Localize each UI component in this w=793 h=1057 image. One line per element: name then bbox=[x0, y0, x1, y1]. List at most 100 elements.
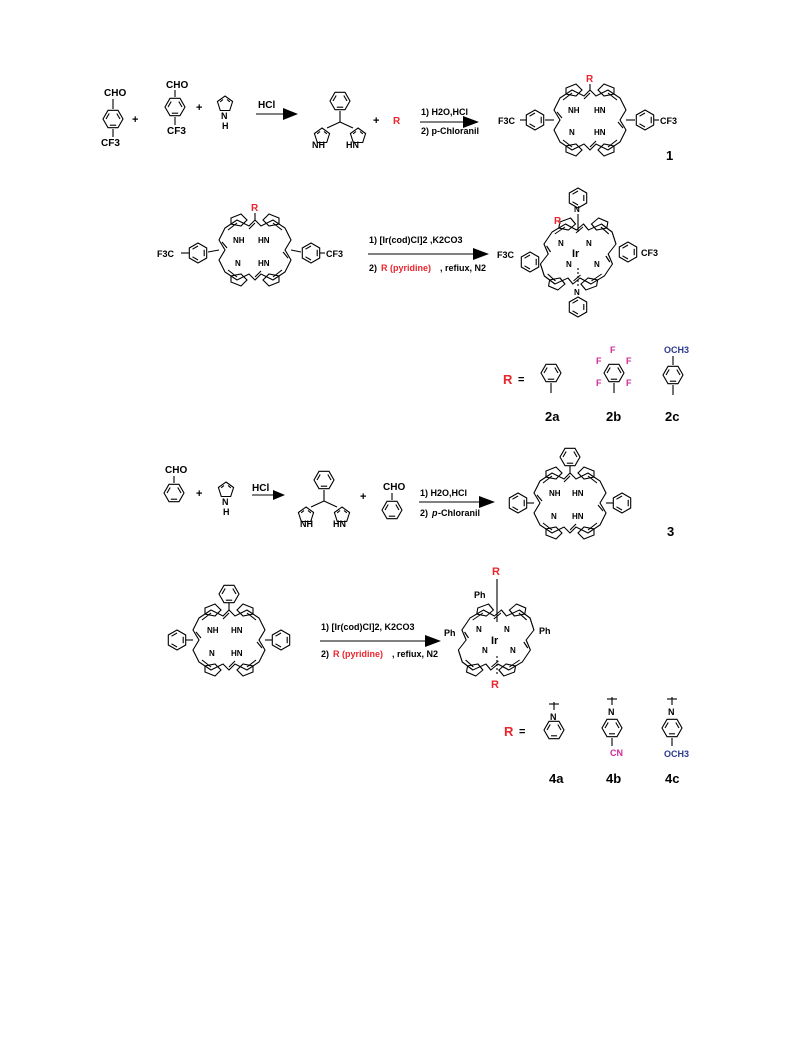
r-group-label: R bbox=[586, 74, 594, 85]
r-group-label: R bbox=[503, 372, 513, 387]
pyridine-group: N bbox=[543, 702, 565, 740]
n-label: N bbox=[558, 239, 564, 248]
plus-sign: + bbox=[360, 491, 366, 503]
n-label: N bbox=[574, 205, 580, 214]
cho-label: CHO bbox=[165, 465, 187, 476]
reaction-1: CHO CF3 + CHO CF3 + N H HCl bbox=[101, 74, 677, 163]
hn-label: HN bbox=[572, 512, 584, 521]
pyrrole: N H bbox=[217, 481, 235, 517]
compound-label-2c: 2c bbox=[665, 409, 679, 424]
reaction-4: NH HN N HN 1) [Ir(cod)Cl]2, K2CO3 2) R (… bbox=[167, 566, 551, 691]
ph-label: Ph bbox=[444, 628, 456, 638]
trifluoromethylbenzaldehyde-b: CHO CF3 bbox=[164, 80, 188, 137]
n-label: N bbox=[574, 288, 580, 297]
step-2-prefix: 2) bbox=[321, 649, 329, 659]
compound-label-4b: 4b bbox=[606, 771, 621, 786]
benzaldehyde: CHO bbox=[163, 465, 187, 503]
equals-sign: = bbox=[518, 374, 524, 386]
hn-label: HN bbox=[231, 626, 243, 635]
f3c-label: F3C bbox=[498, 116, 516, 126]
plus-sign: + bbox=[196, 488, 202, 500]
compound-label-4a: 4a bbox=[549, 771, 564, 786]
step-2-prefix: 2) bbox=[369, 263, 377, 273]
trifluoromethylbenzaldehyde-a: CHO CF3 bbox=[101, 88, 126, 149]
r-group-set-2: R = N N CN N OCH3 4a 4b 4c bbox=[504, 697, 689, 786]
h-label: H bbox=[222, 121, 229, 131]
fluorine-label: F bbox=[626, 356, 632, 366]
nh-label: NH bbox=[549, 489, 561, 498]
n-label: N bbox=[510, 646, 516, 655]
r-group-label: R bbox=[251, 203, 259, 214]
hn-label: HN bbox=[258, 259, 270, 268]
reaction-3: CHO + N H HCl NH HN + CHO bbox=[163, 447, 674, 540]
n-label: N bbox=[551, 512, 557, 521]
iridium-label: Ir bbox=[572, 248, 580, 260]
n-label: N bbox=[504, 625, 510, 634]
plus-sign: + bbox=[196, 102, 202, 114]
n-label: N bbox=[566, 260, 572, 269]
methoxy-label: OCH3 bbox=[664, 749, 689, 759]
n-label: N bbox=[222, 497, 229, 507]
n-label: N bbox=[476, 625, 482, 634]
dipyrromethane: NH HN bbox=[297, 470, 351, 529]
tetraphenylporphyrin-start: NH HN N HN bbox=[167, 584, 291, 677]
reaction-arrow: HCl bbox=[252, 483, 285, 500]
reaction-arrow: 1) H2O,HCl 2) p-Chloranil bbox=[420, 107, 479, 136]
pentafluorophenyl-group: F F F F F bbox=[596, 345, 632, 393]
fluorine-label: F bbox=[596, 378, 602, 388]
cho-label: CHO bbox=[166, 80, 188, 91]
n-label: N bbox=[550, 712, 557, 722]
tetraphenylporphyrin-3: NH HN N HN bbox=[508, 447, 632, 540]
compound-label-2a: 2a bbox=[545, 409, 560, 424]
step-2-conditions: , refiux, N2 bbox=[392, 649, 438, 659]
compound-label-1: 1 bbox=[666, 148, 673, 163]
compound-label-2b: 2b bbox=[606, 409, 621, 424]
hn-label: HN bbox=[594, 106, 606, 115]
step-1-label: 1) H2O,HCl bbox=[421, 107, 468, 117]
reaction-arrow: 1) [Ir(cod)Cl]2, K2CO3 2) R (pyridine) ,… bbox=[320, 622, 441, 659]
n-label: N bbox=[586, 239, 592, 248]
cyano-label: CN bbox=[610, 748, 623, 758]
benzaldehyde: CHO bbox=[381, 482, 405, 520]
nh-label: NH bbox=[568, 106, 580, 115]
nh-label: NH bbox=[312, 140, 325, 150]
r-group-label: R bbox=[504, 724, 514, 739]
phenyl-group bbox=[540, 363, 562, 393]
step-2-reagent: R (pyridine) bbox=[333, 649, 383, 659]
step-1-label: 1) [Ir(cod)Cl]2 ,K2CO3 bbox=[369, 235, 463, 245]
dipyrromethane: NH HN bbox=[312, 91, 367, 150]
hcl-label: HCl bbox=[258, 100, 275, 111]
methoxypyridine-group: N OCH3 bbox=[661, 697, 689, 759]
ph-label: Ph bbox=[539, 626, 551, 636]
fluorine-label: F bbox=[596, 356, 602, 366]
r-group-label: R bbox=[393, 116, 401, 127]
reaction-2: R NH HN N HN F3C CF3 1) [Ir(cod)Cl]2 ,K2… bbox=[157, 187, 658, 318]
n-label: N bbox=[569, 128, 575, 137]
h-label: H bbox=[223, 507, 230, 517]
n-label: N bbox=[221, 111, 228, 121]
step-2-label: 2) p-Chloranil bbox=[421, 126, 479, 136]
compound-label-4c: 4c bbox=[665, 771, 679, 786]
reaction-arrow: 1) H2O,HCl 2) p -Chloranil bbox=[419, 488, 495, 518]
hn-label: HN bbox=[594, 128, 606, 137]
cyanopyridine-group: N CN bbox=[601, 697, 623, 758]
fluorine-label: F bbox=[626, 378, 632, 388]
cf3-label: CF3 bbox=[101, 138, 120, 149]
n-label: N bbox=[209, 649, 215, 658]
step-1-label: 1) [Ir(cod)Cl]2, K2CO3 bbox=[321, 622, 415, 632]
step-2-italic: p bbox=[431, 508, 438, 518]
cf3-label: CF3 bbox=[326, 249, 343, 259]
f3c-label: F3C bbox=[157, 249, 175, 259]
nh-label: NH bbox=[233, 236, 245, 245]
hn-label: HN bbox=[346, 140, 359, 150]
methoxy-label: OCH3 bbox=[664, 345, 689, 355]
compound-label-3: 3 bbox=[667, 524, 674, 539]
n-label: N bbox=[235, 259, 241, 268]
axial-r-label: R bbox=[492, 566, 500, 578]
f3c-label: F3C bbox=[497, 250, 515, 260]
reaction-arrow: HCl bbox=[256, 100, 298, 120]
step-2-conditions: , refiux, N2 bbox=[440, 263, 486, 273]
n-label: N bbox=[608, 707, 615, 717]
n-label: N bbox=[668, 707, 675, 717]
